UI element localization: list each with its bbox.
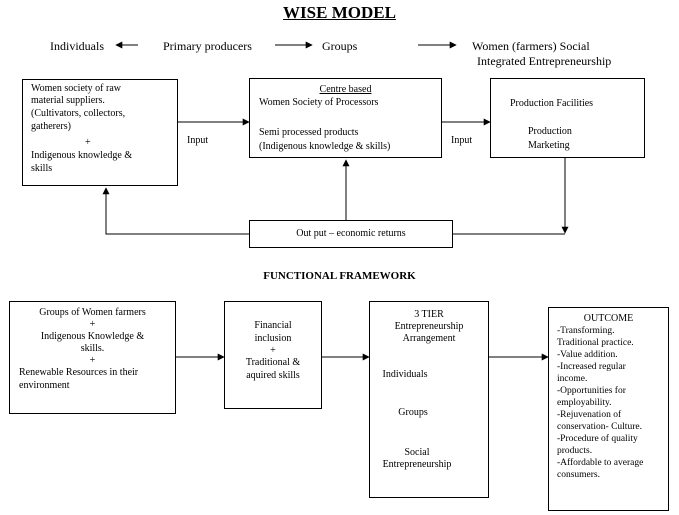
suppliers-line3: (Cultivators, collectors, [31,108,126,119]
raw-material-suppliers-box: Women society of raw material suppliers.… [22,79,178,186]
outcome-item: employability. [557,398,612,408]
financial-line3: Traditional & [245,357,301,368]
outcome-item: -Opportunities for [557,386,626,396]
outcome-title: OUTCOME [583,313,634,324]
suppliers-line4: gatherers) [31,121,71,132]
suppliers-line2: material suppliers. [31,95,105,106]
farmers-plus1: + [89,319,96,330]
tier-line2: Entrepreneurship [394,321,464,332]
production-label: Production [528,126,572,137]
outcome-item: products. [557,446,593,456]
outcome-item: consumers. [557,470,601,480]
page-title: WISE MODEL [283,3,396,22]
processors-box: Centre based Women Society of Processors… [249,78,442,158]
output-label: Out put – economic returns [296,228,406,239]
outcome-item: Traditional practice. [557,338,634,348]
tier-groups: Groups [398,407,428,418]
input-label-right: Input [451,135,473,146]
financial-line2: inclusion [254,333,292,344]
label-women-social-line2: Integrated Entrepreneurship [477,54,612,68]
women-farmers-box: Groups of Women farmers + Indigenous Kno… [9,301,176,414]
farmers-line3: skills. [80,343,105,354]
tier-individuals: Individuals [382,369,428,380]
framework-title: FUNCTIONAL FRAMEWORK [263,270,416,282]
outcome-item: income. [557,374,588,384]
tier-line3: Arrangement [402,333,456,344]
farmers-line4: Renewable Resources in their [19,367,139,378]
tier-entrepreneurship: Entrepreneurship [382,459,452,470]
farmers-line1: Groups of Women farmers [39,307,146,318]
outcome-item: -Increased regular [557,362,626,372]
suppliers-plus: + [85,137,91,148]
financial-inclusion-box: Financial inclusion + Traditional & aqui… [224,301,322,409]
financial-line1: Financial [254,320,292,331]
output-box: Out put – economic returns [249,220,453,248]
tier-line1: 3 TIER [414,309,444,320]
label-groups: Groups [322,39,358,53]
suppliers-line1: Women society of raw [31,83,121,94]
processors-line2: Semi processed products [259,127,359,138]
suppliers-line5: Indigenous knowledge & [31,150,133,161]
financial-line4: aquired skills [246,370,300,381]
centre-based-heading: Centre based [319,84,372,95]
marketing-label: Marketing [528,140,570,151]
outcome-item: -Value addition. [557,350,618,360]
input-label-left: Input [187,135,209,146]
outcome-box: OUTCOME -Transforming. Traditional pract… [548,307,669,511]
output-to-suppliers-arrow [102,187,249,235]
outcome-item: conservation- Culture. [557,422,642,432]
outcome-item: -Rejuvenation of [557,410,622,420]
processors-line3: (Indigenous knowledge & skills) [259,141,391,152]
label-women-social-line1: Women (farmers) Social [472,39,590,53]
label-primary-producers: Primary producers [163,39,252,53]
tier-social: Social [404,447,430,458]
outcome-item: -Procedure of quality [557,434,638,444]
outcome-item: -Transforming. [557,326,615,336]
farmers-line2: Indigenous Knowledge & [40,331,145,342]
suppliers-line6: skills [31,163,53,174]
outcome-item: -Affordable to average [557,458,644,468]
production-box: Production Facilities Production Marketi… [490,78,645,158]
processors-line1: Women Society of Processors [259,97,379,108]
farmers-plus2: + [89,355,96,366]
three-tier-box: 3 TIER Entrepreneurship Arrangement Indi… [369,301,489,498]
farmers-line5: environment [19,380,70,391]
production-facilities: Production Facilities [510,98,594,109]
label-individuals: Individuals [50,39,104,53]
financial-plus: + [270,345,276,356]
